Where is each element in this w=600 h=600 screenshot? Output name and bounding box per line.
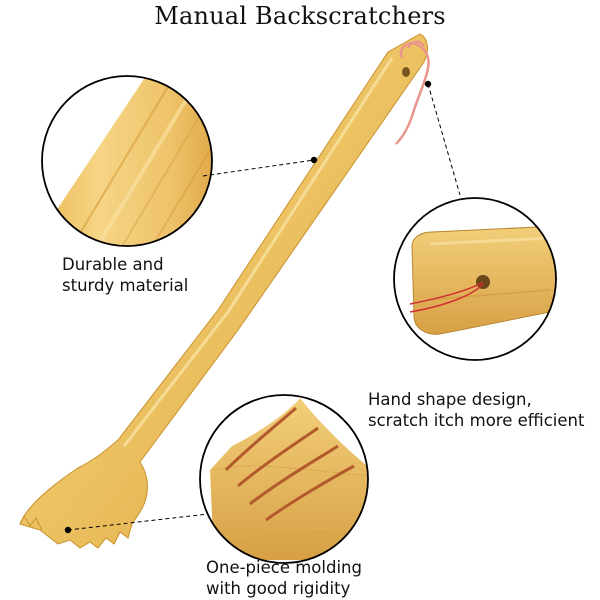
callout-circle-material [41, 75, 213, 247]
feature-caption-material: Durable and sturdy material [62, 254, 188, 296]
caption-line: Durable and [62, 255, 164, 274]
backscratcher-stick [19, 33, 430, 549]
caption-line: Hand shape design, [368, 390, 532, 409]
leader-line-hand [427, 83, 461, 196]
hang-hole-closeup [393, 197, 557, 361]
leader-dot-hand [424, 80, 432, 88]
caption-line: scratch itch more efficient [368, 411, 585, 430]
leader-line-material [202, 159, 315, 177]
red-cord-icon [409, 281, 484, 305]
scratch-head-closeup [199, 394, 369, 564]
callout-leaders [64, 80, 461, 534]
hang-hole-icon [402, 67, 410, 77]
callout-circle-molding [199, 394, 369, 564]
caption-line: One-piece molding [206, 558, 362, 577]
leader-dot-material [310, 156, 318, 164]
leader-line-molding [67, 513, 209, 531]
page-title: Manual Backscratchers [154, 2, 446, 30]
leader-dot-molding [64, 526, 72, 534]
caption-line: sturdy material [62, 276, 189, 295]
material-closeup [41, 75, 213, 247]
caption-line: with good rigidity [206, 579, 351, 598]
hang-cord-icon [395, 42, 430, 145]
feature-caption-molding: One-piece molding with good rigidity [206, 557, 362, 599]
callout-circle-hand [393, 197, 557, 361]
feature-caption-hand-shape: Hand shape design, scratch itch more eff… [368, 389, 584, 431]
